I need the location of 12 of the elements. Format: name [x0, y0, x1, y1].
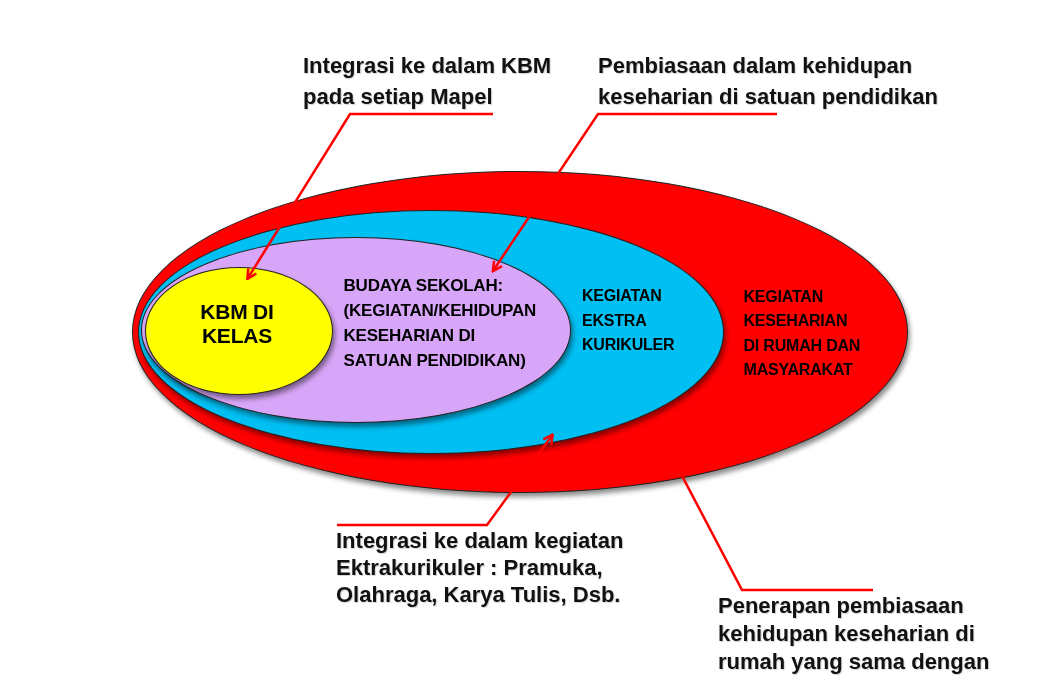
- leader-arrow: [491, 112, 777, 273]
- callout-text: Integrasi ke dalam KBM pada setiap Mapel: [303, 50, 575, 112]
- leader-arrow: [337, 433, 554, 527]
- ellipse-label: KEGIATAN KESEHARIAN DI RUMAH DAN MASYARAKAT: [743, 286, 862, 380]
- ellipse-label: KEGIATAN EKSTRA KURIKULER: [582, 286, 676, 355]
- leader-arrow: [246, 112, 493, 281]
- ellipse-label: KBM DI KELAS: [199, 300, 275, 348]
- callout-text: Pembiasaan dalam kehidupan keseharian di satuan pendidikan: [598, 50, 960, 112]
- ellipse-label: BUDAYA SEKOLAH: (KEGIATAN/KEHIDUPAN KESEHARIAN DI SATUAN PENDIDIKAN): [343, 274, 538, 372]
- callout-text: Penerapan pembiasaan kehidupan keseharian di rumah yang sama dengan: [718, 592, 1010, 676]
- center-ellipse: [144, 266, 333, 395]
- callout-text: Integrasi ke dalam kegiatan Ektrakurikuler : Pramuka, Olahraga, Karya Tulis, Dsb.: [336, 527, 650, 608]
